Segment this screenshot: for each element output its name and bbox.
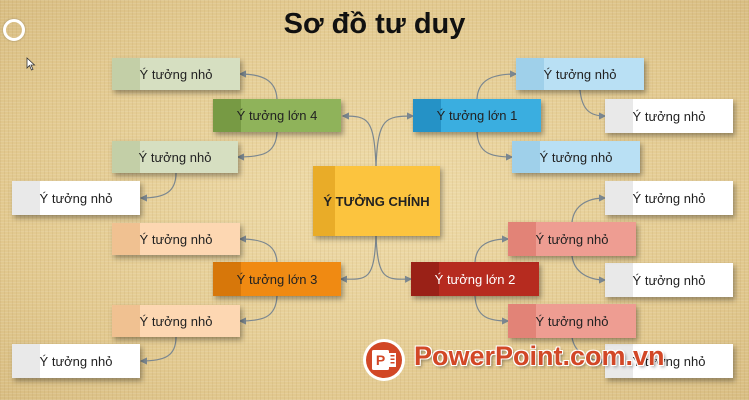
main-idea-2: Ý tưởng lớn 2 <box>411 262 539 296</box>
center-idea-label: Ý TƯỞNG CHÍNH <box>323 193 430 209</box>
main-idea-4-label: Ý tưởng lớn 4 <box>236 108 318 123</box>
sub-idea-label: Ý tưởng nhỏ <box>535 231 609 247</box>
circle-icon <box>3 19 25 41</box>
sub-idea-node: Ý tưởng nhỏ <box>12 181 140 215</box>
sub-idea-label: Ý tưởng nhỏ <box>139 231 213 247</box>
cursor-icon <box>26 57 36 71</box>
sub-idea-label: Ý tưởng nhỏ <box>539 149 613 165</box>
sub-idea-label: Ý tưởng nhỏ <box>632 272 706 288</box>
center-idea-node: Ý TƯỞNG CHÍNH <box>313 166 440 236</box>
sub-idea-node: Ý tưởng nhỏ <box>112 223 240 255</box>
sub-idea-node: Ý tưởng nhỏ <box>508 304 636 338</box>
sub-idea-label: Ý tưởng nhỏ <box>543 66 617 82</box>
diagram-title: Sơ đồ tư duy <box>283 8 466 40</box>
sub-idea-node: Ý tưởng nhỏ <box>112 141 238 173</box>
sub-idea-node: Ý tưởng nhỏ <box>605 344 733 378</box>
sub-idea-label: Ý tưởng nhỏ <box>39 190 113 206</box>
sub-idea-node: Ý tưởng nhỏ <box>508 222 636 256</box>
main-idea-1-label: Ý tưởng lớn 1 <box>436 108 518 123</box>
logo-icon-letter: P <box>376 352 385 368</box>
main-idea-1: Ý tưởng lớn 1 <box>413 99 541 132</box>
sub-idea-node: Ý tưởng nhỏ <box>605 263 733 297</box>
main-idea-3-label: Ý tưởng lớn 3 <box>236 271 318 287</box>
sub-idea-label: Ý tưởng nhỏ <box>139 313 213 329</box>
sub-idea-label: Ý tưởng nhỏ <box>139 66 213 82</box>
sub-idea-node: Ý tưởng nhỏ <box>516 58 644 90</box>
sub-idea-label: Ý tưởng nhỏ <box>632 190 706 206</box>
sub-idea-label: Ý tưởng nhỏ <box>632 353 706 369</box>
sub-idea-label: Ý tưởng nhỏ <box>632 108 706 124</box>
sub-idea-node: Ý tưởng nhỏ <box>112 305 240 337</box>
sub-idea-label: Ý tưởng nhỏ <box>535 313 609 329</box>
sub-idea-node: Ý tưởng nhỏ <box>512 141 640 173</box>
powerpoint-site-logo: PowerPoint.com.vn <box>414 341 665 371</box>
sub-idea-label: Ý tưởng nhỏ <box>138 149 212 165</box>
sub-idea-label: Ý tưởng nhỏ <box>39 353 113 369</box>
powerpoint-logo-icon: P <box>363 339 405 381</box>
sub-idea-node: Ý tưởng nhỏ <box>605 181 733 215</box>
sub-idea-node: Ý tưởng nhỏ <box>12 344 140 378</box>
main-idea-4: Ý tưởng lớn 4 <box>213 99 341 132</box>
main-idea-3: Ý tưởng lớn 3 <box>213 262 341 296</box>
main-idea-2-label: Ý tưởng lớn 2 <box>434 271 516 287</box>
sub-idea-node: Ý tưởng nhỏ <box>112 58 240 90</box>
sub-idea-node: Ý tưởng nhỏ <box>605 99 733 133</box>
